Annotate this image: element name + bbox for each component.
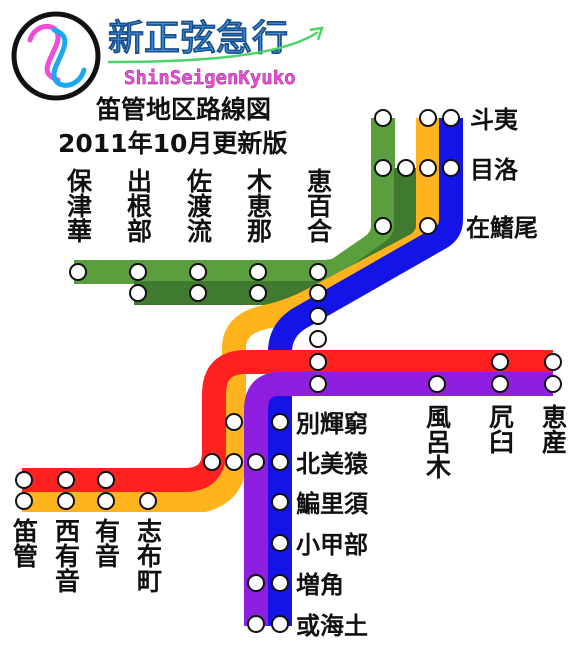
station-dot[interactable] xyxy=(428,375,446,393)
station-dot[interactable] xyxy=(15,471,33,489)
station-dot[interactable] xyxy=(309,353,327,371)
station-dot[interactable] xyxy=(97,492,115,510)
station-label-yuon: 有音 xyxy=(92,518,121,568)
station-label-zaisakao: 在鰭尾 xyxy=(466,214,538,242)
station-label-toi: 斗夷 xyxy=(470,106,519,134)
station-dot[interactable] xyxy=(544,375,562,393)
logo-subtitle: ShinSeigenKyuko xyxy=(124,67,296,89)
station-dot[interactable] xyxy=(189,263,207,281)
logo-title: 新正弦急行 xyxy=(108,18,288,59)
station-dot[interactable] xyxy=(57,492,75,510)
station-label-fuekuda: 笛管 xyxy=(10,517,40,568)
line-purple xyxy=(244,372,553,626)
station-label-okobu: 小甲部 xyxy=(296,531,368,559)
station-dot[interactable] xyxy=(419,217,437,235)
map-edition: 2011年10月更新版 xyxy=(58,129,287,158)
station-dot[interactable] xyxy=(309,330,327,348)
station-dot[interactable] xyxy=(129,284,147,302)
station-dot[interactable] xyxy=(97,471,115,489)
station-label-ehyakugo: 恵百合 xyxy=(304,168,333,243)
logo-sine-pink xyxy=(27,23,61,83)
station-dot[interactable] xyxy=(397,159,415,177)
station-dot[interactable] xyxy=(491,353,509,371)
station-label-furoki: 風呂木 xyxy=(423,404,453,479)
station-label-satoryu: 佐渡流 xyxy=(184,168,214,243)
logo-sine-blue xyxy=(51,27,87,88)
station-dot[interactable] xyxy=(247,574,265,592)
station-dot[interactable] xyxy=(271,615,289,633)
station-label-masukaku: 増角 xyxy=(296,571,344,599)
station-label-nishiyuon: 西有音 xyxy=(52,518,81,593)
station-dot[interactable] xyxy=(247,615,265,633)
station-label-izunebu: 出根部 xyxy=(124,168,153,243)
logo-swoosh xyxy=(107,30,319,64)
line-blue xyxy=(268,118,463,626)
station-dot[interactable] xyxy=(491,375,509,393)
station-dot[interactable] xyxy=(544,353,562,371)
station-dot[interactable] xyxy=(374,159,392,177)
station-dot[interactable] xyxy=(442,109,460,127)
station-dot[interactable] xyxy=(309,263,327,281)
station-dot[interactable] xyxy=(374,217,392,235)
station-dot[interactable] xyxy=(374,109,392,127)
station-dot[interactable] xyxy=(419,109,437,127)
station-label-arumido: 或海土 xyxy=(296,612,368,640)
map-title: 笛管地区路線図 xyxy=(95,95,271,124)
station-dot[interactable] xyxy=(271,453,289,471)
station-dot[interactable] xyxy=(309,284,327,302)
station-dot[interactable] xyxy=(57,471,75,489)
station-dot[interactable] xyxy=(309,307,327,325)
station-label-shifumachi: 志布町 xyxy=(134,518,163,593)
station-label-henrisu: 鯿里須 xyxy=(296,490,369,518)
station-label-mera: 目洛 xyxy=(470,156,519,184)
station-dot[interactable] xyxy=(249,284,267,302)
logo-swoosh-arrow xyxy=(309,26,324,41)
station-label-betsukikyu: 別輝窮 xyxy=(296,410,368,438)
station-dot[interactable] xyxy=(442,159,460,177)
station-dot[interactable] xyxy=(419,159,437,177)
station-dot[interactable] xyxy=(249,263,267,281)
station-label-hokubien: 北美猿 xyxy=(296,450,369,478)
station-label-hobotsuka: 保津華 xyxy=(64,168,94,243)
company-logo: 新正弦急行 ShinSeigenKyuko xyxy=(11,11,324,101)
station-dot[interactable] xyxy=(271,534,289,552)
station-markers xyxy=(15,109,562,633)
station-label-esan: 恵産 xyxy=(539,404,568,455)
station-dot[interactable] xyxy=(129,263,147,281)
station-dot[interactable] xyxy=(225,413,243,431)
station-dot[interactable] xyxy=(271,574,289,592)
station-dot[interactable] xyxy=(225,453,243,471)
station-dot[interactable] xyxy=(247,453,265,471)
line-red xyxy=(22,350,553,492)
station-dot[interactable] xyxy=(309,375,327,393)
station-dot[interactable] xyxy=(69,263,87,281)
station-dot[interactable] xyxy=(271,493,289,511)
station-label-kiena: 木恵那 xyxy=(244,168,274,244)
station-dot[interactable] xyxy=(271,413,289,431)
logo-circle xyxy=(11,11,101,101)
station-dot[interactable] xyxy=(139,492,157,510)
station-dot[interactable] xyxy=(203,453,221,471)
station-dot[interactable] xyxy=(189,284,207,302)
station-label-kokyu: 凥臼 xyxy=(486,404,515,454)
station-dot[interactable] xyxy=(15,492,33,510)
